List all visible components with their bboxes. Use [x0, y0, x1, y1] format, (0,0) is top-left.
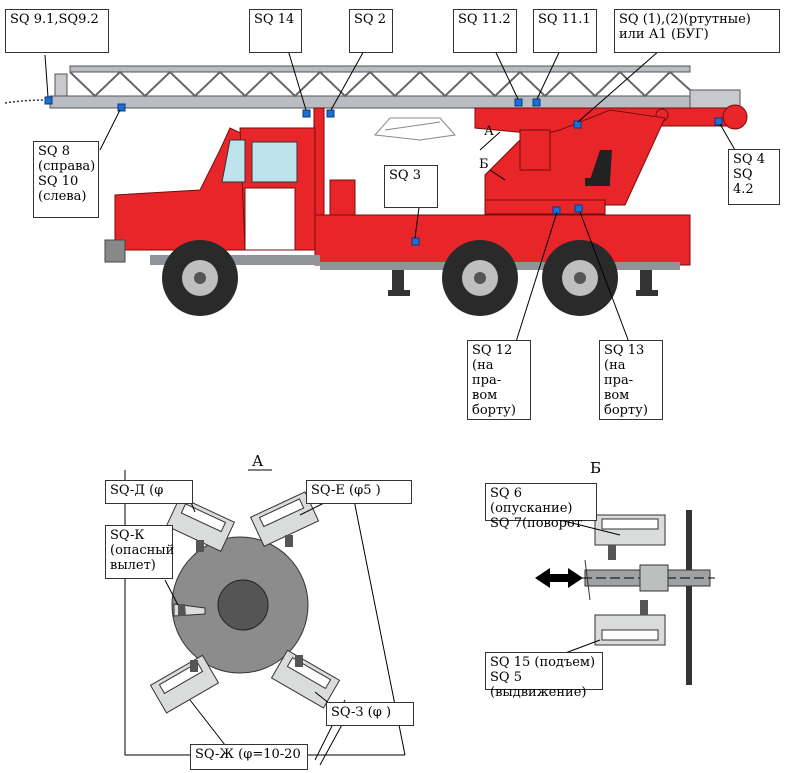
- detail-a: [124, 469, 406, 766]
- label-sq-e: SQ-Е (φ5 ): [306, 480, 412, 504]
- label-sq-zh: SQ-Ж (φ=10-20: [190, 744, 308, 770]
- label-sq13: SQ 13 (на пра- вом борту): [599, 340, 663, 420]
- wheel-front: [162, 240, 238, 316]
- label-sq2: SQ 2: [349, 9, 393, 53]
- label-sq-z: SQ-З (φ ): [326, 702, 414, 726]
- label-sq-mercury: SQ (1),(2)(ртутные) или А1 (БУГ): [614, 9, 780, 53]
- label-sq9: SQ 9.1,SQ9.2: [5, 9, 109, 53]
- ladder-boom: [4, 65, 741, 109]
- wheel-rear-1: [442, 240, 518, 316]
- detail-a-title: А: [252, 452, 264, 470]
- mark-a: А: [484, 124, 494, 139]
- label-sq12: SQ 12 (на пра- вом борту): [467, 340, 531, 420]
- wheel-rear-2: [542, 240, 618, 316]
- label-sq4: SQ 4 SQ 4.2: [728, 149, 780, 205]
- detail-b: [535, 510, 715, 685]
- label-sq11-1: SQ 11.1: [533, 9, 597, 53]
- fire-truck: [4, 39, 748, 346]
- label-sq15-sq5: SQ 15 (подъем) SQ 5 (выдвижение): [485, 652, 603, 700]
- label-sq14: SQ 14: [249, 9, 302, 53]
- label-sq3: SQ 3: [384, 165, 438, 208]
- label-sq6-sq7: SQ 6 (опускание) SQ 7(поворот: [485, 483, 597, 531]
- detail-b-title: Б: [590, 459, 602, 477]
- label-sq11-2: SQ 11.2: [453, 9, 517, 53]
- mark-b: Б: [479, 157, 489, 172]
- label-sq8-sq10: SQ 8 (справа) SQ 10 (слева): [33, 141, 99, 218]
- label-sq-d: SQ-Д (φ: [105, 480, 193, 504]
- sensor-markers: [44, 96, 723, 246]
- label-sq-k: SQ-К (опасный вылет): [105, 525, 174, 579]
